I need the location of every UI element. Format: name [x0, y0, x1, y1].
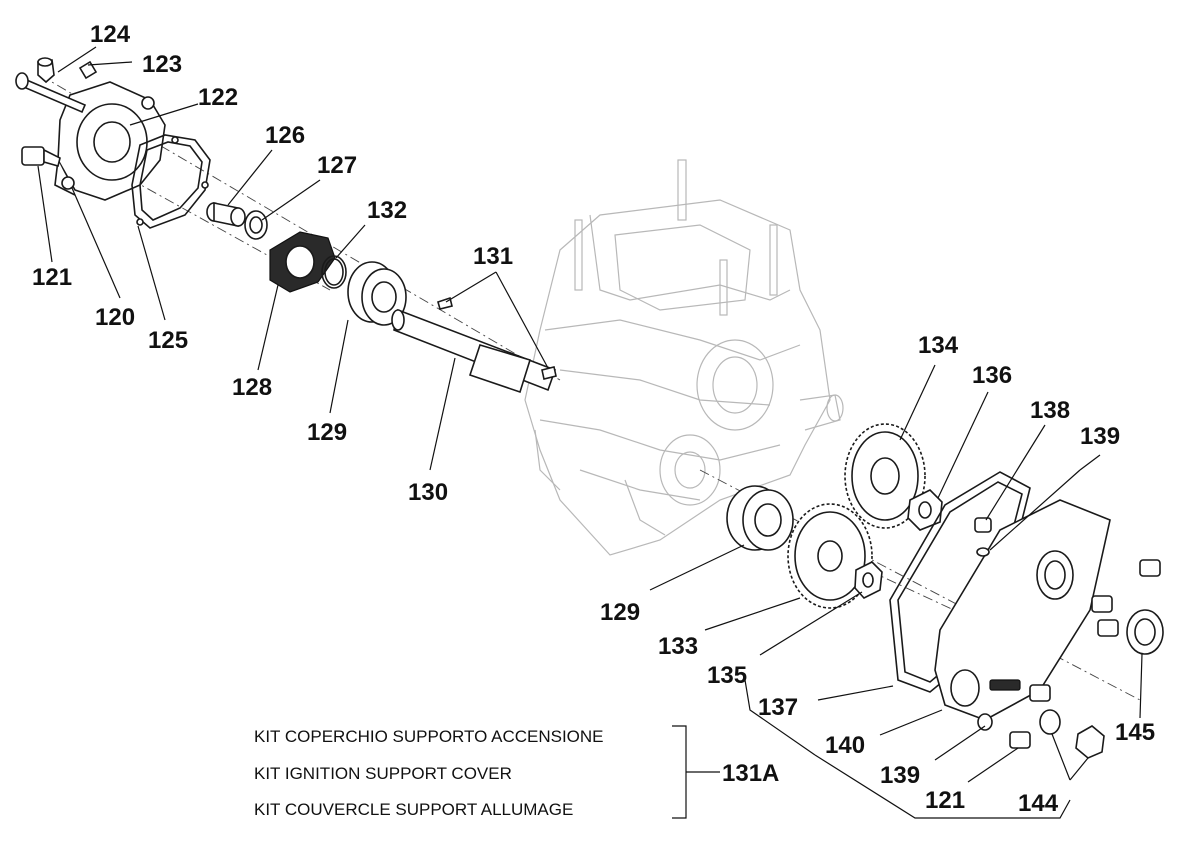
snap-ring-132 [321, 255, 347, 289]
callout-133: 133 [658, 633, 698, 660]
kit-code: 131A [722, 760, 779, 787]
callout-139-top: 139 [1080, 423, 1120, 450]
callout-121-right: 121 [925, 787, 965, 814]
callout-numbers: 124 123 122 126 127 132 131 121 120 125 … [32, 21, 1155, 817]
gear-133 [787, 503, 873, 609]
callout-132: 132 [367, 197, 407, 224]
kit-bracket [672, 725, 687, 819]
gear-134 [844, 423, 926, 529]
kit-line-french: KIT COUVERCLE SUPPORT ALLUMAGE [254, 800, 573, 819]
callout-129-rear: 129 [600, 599, 640, 626]
cover-gasket [131, 134, 211, 229]
kit-line-english: KIT IGNITION SUPPORT COVER [254, 764, 512, 783]
callout-135: 135 [707, 662, 747, 689]
kit-line-italian: KIT COPERCHIO SUPPORTO ACCENSIONE [254, 727, 604, 746]
callout-131: 131 [473, 243, 513, 270]
callout-121-left: 121 [32, 264, 72, 291]
callout-128: 128 [232, 374, 272, 401]
callout-137: 137 [758, 694, 798, 721]
rear-cover-bolts [1009, 559, 1161, 749]
callout-145: 145 [1115, 719, 1155, 746]
callout-122: 122 [198, 84, 238, 111]
rear-cover [934, 499, 1111, 721]
callout-140: 140 [825, 732, 865, 759]
washer-139 [977, 713, 993, 731]
nut-135 [854, 561, 883, 599]
oil-seal-145 [1126, 609, 1164, 655]
woodruff-keys-131 [437, 296, 557, 380]
bearing-129-rear [726, 485, 794, 551]
bushing-126 [206, 202, 246, 227]
callout-139-bottom: 139 [880, 762, 920, 789]
cover-bolts [15, 60, 98, 167]
callout-129-front: 129 [307, 419, 347, 446]
engine-block-outline [524, 159, 844, 556]
callout-138: 138 [1030, 397, 1070, 424]
callout-126: 126 [265, 122, 305, 149]
ignition-support-cover [54, 81, 166, 201]
plug-138 [974, 517, 992, 557]
callout-127: 127 [317, 152, 357, 179]
callout-136: 136 [972, 362, 1012, 389]
callout-130: 130 [408, 479, 448, 506]
pickup-sensor-128 [269, 231, 336, 293]
callout-120: 120 [95, 304, 135, 331]
kit-legend: KIT COPERCHIO SUPPORTO ACCENSIONE KIT IG… [254, 725, 779, 819]
callout-124: 124 [90, 21, 131, 48]
grease-nipple [37, 57, 55, 84]
bearing-129-front [347, 261, 407, 326]
camshaft-130 [391, 308, 557, 394]
leader-lines [37, 46, 1143, 819]
washer-nut-144 [1039, 709, 1105, 759]
callout-134: 134 [918, 332, 959, 359]
washer-127 [244, 210, 268, 240]
nut-136 [907, 489, 943, 531]
callout-125: 125 [148, 327, 188, 354]
callout-123: 123 [142, 51, 182, 78]
callout-144: 144 [1018, 790, 1059, 817]
